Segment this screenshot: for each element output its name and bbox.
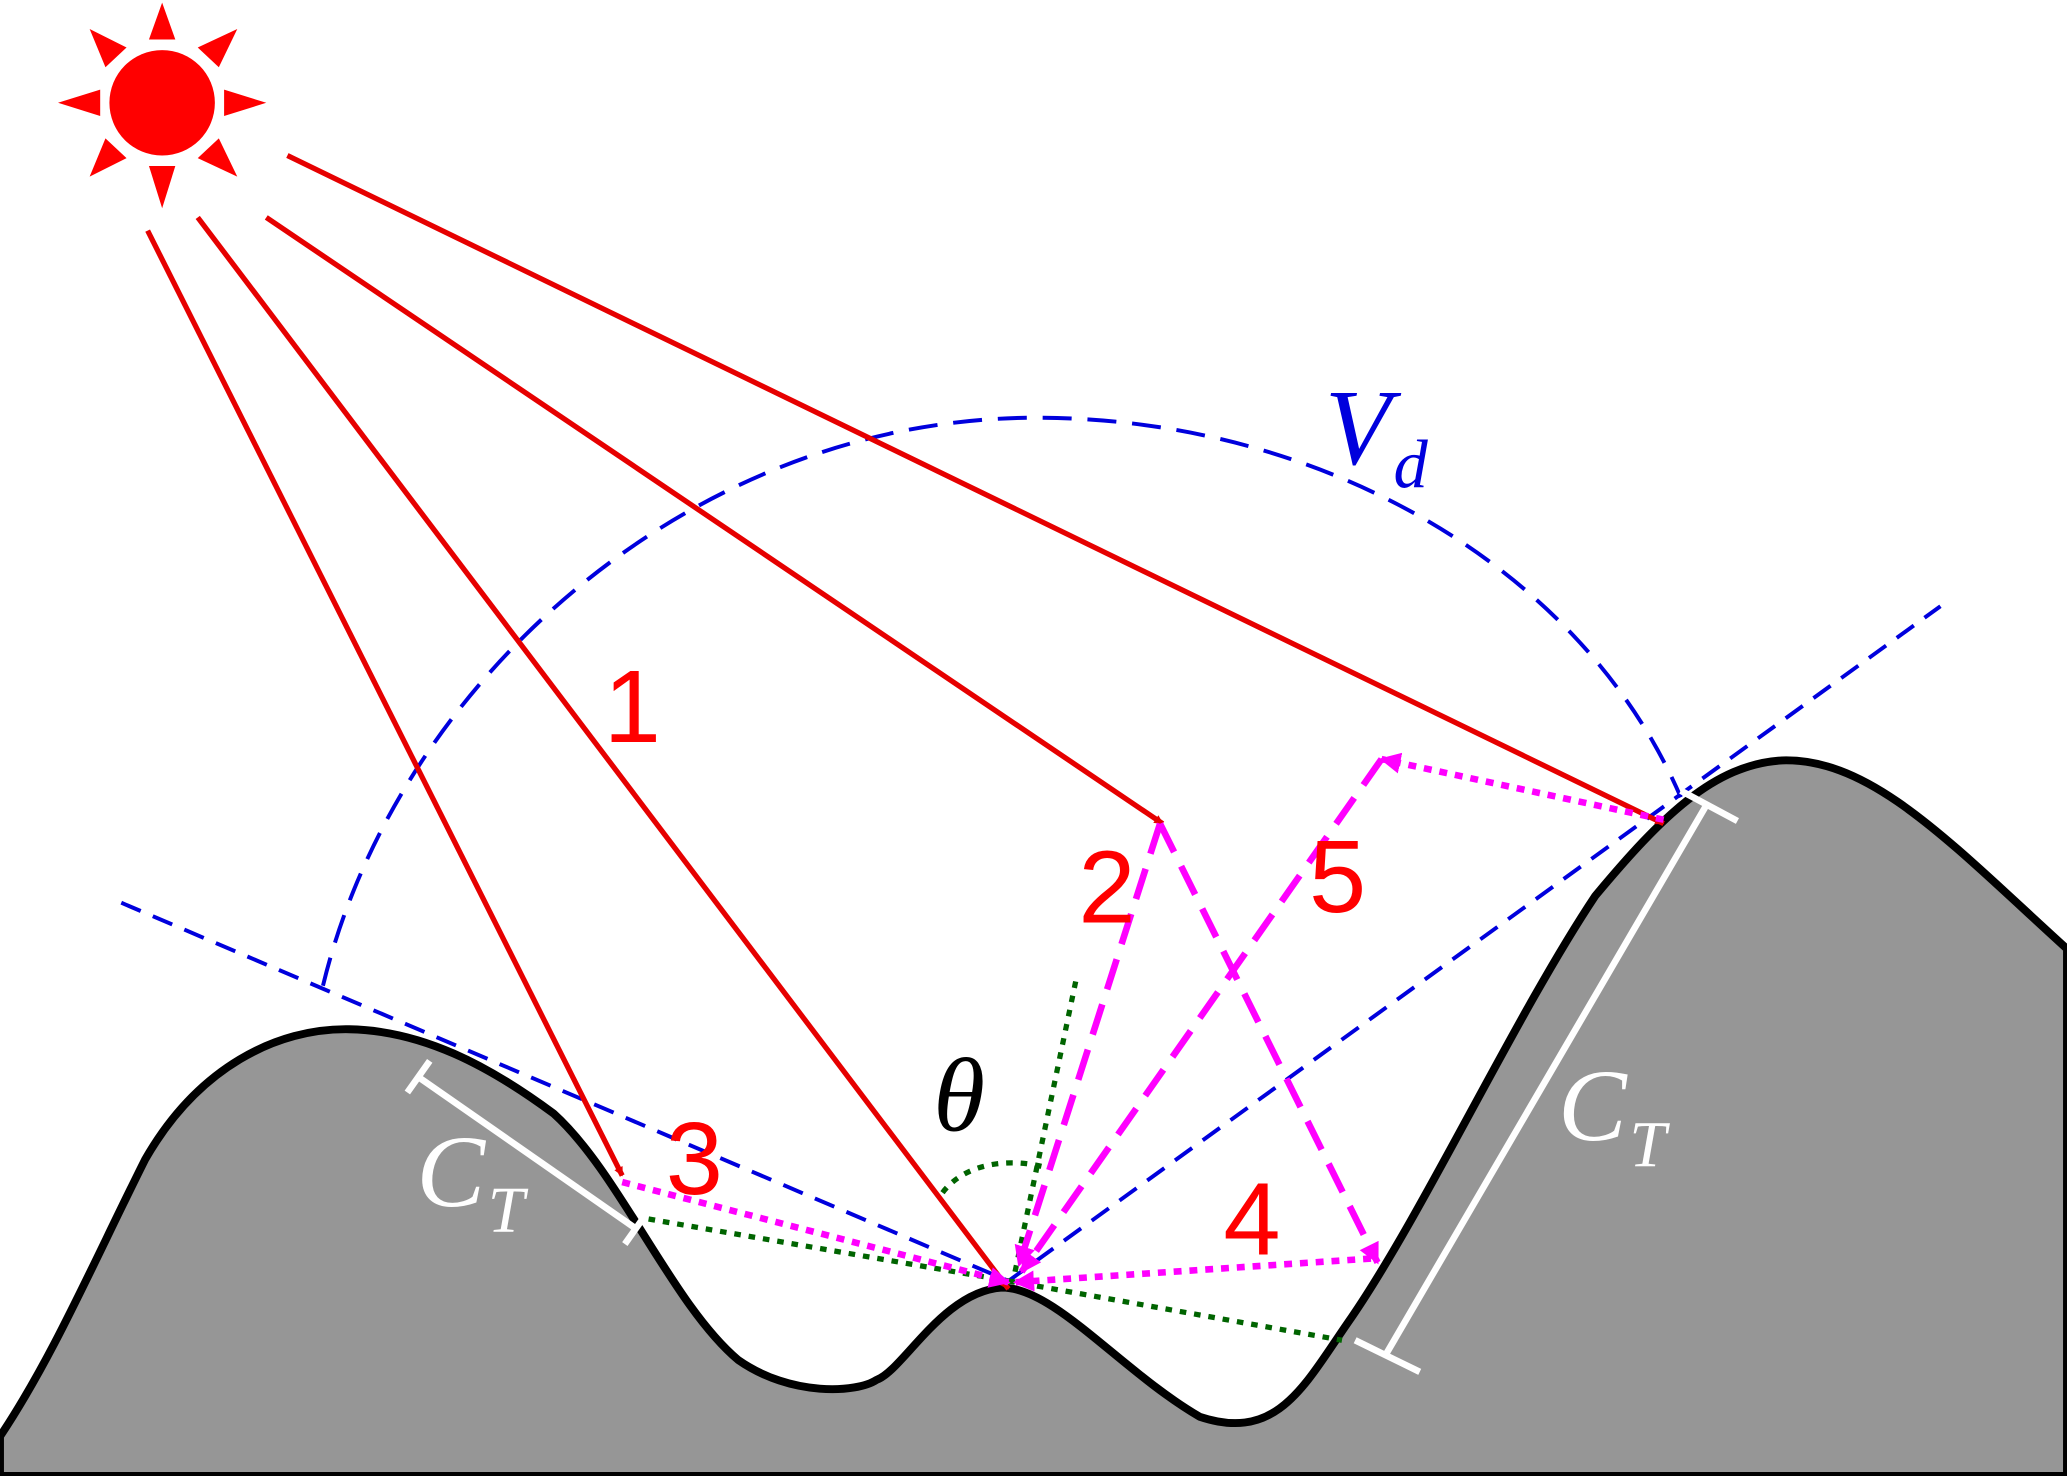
left-terrain-marker xyxy=(404,1058,650,1246)
right-terrain-marker xyxy=(1353,787,1739,1375)
ray-label-2: 2 xyxy=(1078,830,1135,945)
reflected-ray-5-down xyxy=(1018,757,1385,1274)
theta-arc xyxy=(940,1160,1043,1195)
sun-icon xyxy=(58,2,267,209)
left-horizon-line xyxy=(120,900,1010,1283)
terrain-surface xyxy=(0,756,2067,1476)
ray-label-4: 4 xyxy=(1223,1162,1280,1277)
diffuse-ray-2 xyxy=(1014,822,1164,1268)
direct-ray-left xyxy=(145,229,625,1177)
reflected-ray-3 xyxy=(621,1178,1011,1288)
ray-label-5: 5 xyxy=(1309,819,1366,934)
terrain-label-right-main: C xyxy=(1558,1049,1628,1163)
left-terrain-view-line xyxy=(648,1216,1009,1284)
terrain-label-left-sub: T xyxy=(488,1174,529,1247)
visibility-label-sub: d xyxy=(1393,427,1428,503)
visibility-dome xyxy=(321,415,1683,987)
right-horizon-line xyxy=(1007,604,1942,1283)
atmospheric-ray xyxy=(264,215,1165,826)
direct-ray-center xyxy=(195,215,1011,1291)
terrain-label-right-sub: T xyxy=(1629,1108,1670,1181)
terrain-label-right: CT xyxy=(1558,1049,1670,1181)
direct-ray-right xyxy=(286,153,1665,827)
ray-label-1: 1 xyxy=(604,649,661,764)
terrain-label-left: CT xyxy=(417,1115,529,1247)
terrain-label-left-main: C xyxy=(417,1115,487,1229)
theta-label: θ xyxy=(933,1037,985,1154)
visibility-label-main: V xyxy=(1325,369,1402,488)
ray-label-3: 3 xyxy=(666,1101,723,1216)
surface-normal xyxy=(1012,974,1080,1273)
reflected-ray-4 xyxy=(1012,1255,1372,1292)
atmosphere-to-slope-ray xyxy=(1157,822,1381,1265)
visibility-label: Vd xyxy=(1325,369,1429,503)
reflected-ray-5-slope xyxy=(1379,752,1665,823)
